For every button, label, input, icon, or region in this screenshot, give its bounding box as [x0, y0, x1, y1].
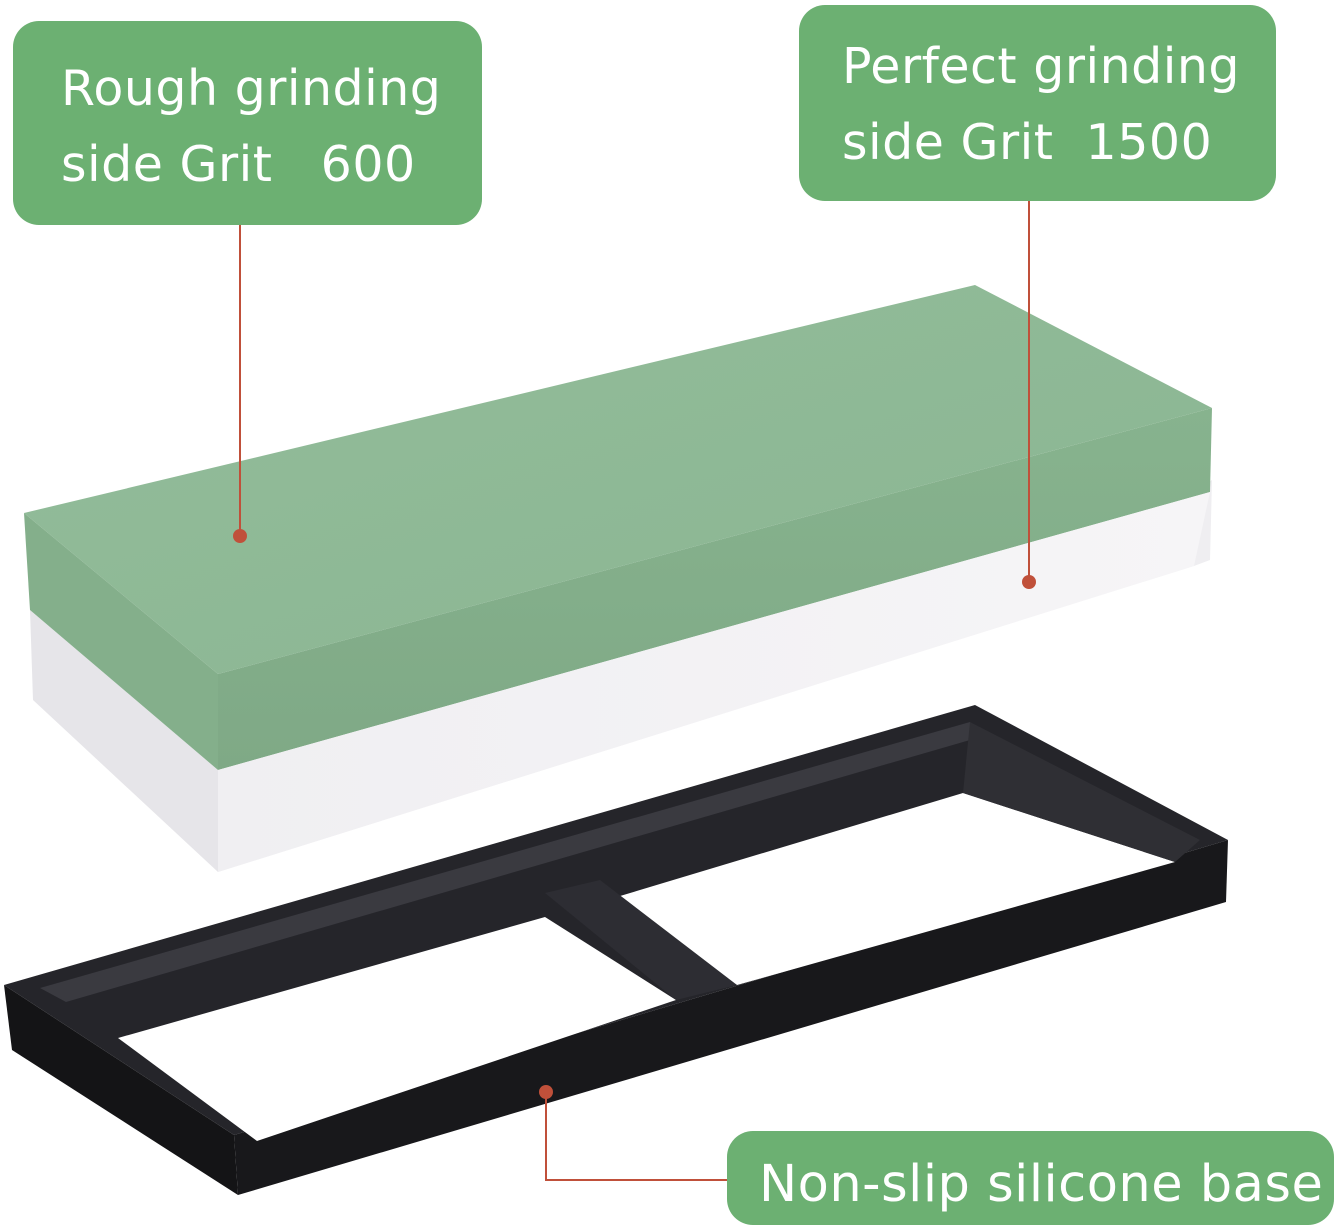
- base-inner-wall-left: [40, 722, 970, 1002]
- base-frame-left-face: [4, 985, 238, 1195]
- callout-fine-line2: side Grit 1500: [842, 113, 1213, 171]
- leader-base: [539, 1085, 727, 1181]
- callout-fine-grit: Perfect grinding side Grit 1500: [799, 5, 1276, 201]
- marker-dot-rough: [233, 529, 247, 543]
- base-frame-front: [234, 840, 1228, 1195]
- marker-dot-base: [539, 1085, 553, 1099]
- rough-grit-layer-front: [218, 408, 1212, 770]
- fine-grit-layer-left-face: [30, 610, 218, 872]
- rough-grit-layer-top: [24, 285, 1212, 674]
- whetstone: [24, 285, 1212, 872]
- leader-rough: [233, 225, 247, 543]
- callout-rough-grit: Rough grinding side Grit 600: [13, 21, 482, 225]
- callout-rough-line1: Rough grinding: [61, 60, 442, 117]
- leader-fine: [1022, 201, 1036, 589]
- fine-grit-layer-front-main: [218, 492, 1210, 872]
- base-inner-wall-far: [963, 722, 1200, 862]
- base-opening-left: [118, 917, 676, 1141]
- base-opening-right: [600, 793, 1175, 985]
- base-crossbar-side: [545, 880, 737, 1000]
- callout-rough-line2: side Grit 600: [61, 135, 416, 193]
- silicone-base: [4, 705, 1228, 1195]
- marker-dot-fine: [1022, 575, 1036, 589]
- callout-silicone-base: Non-slip silicone base: [727, 1131, 1334, 1225]
- rough-grit-layer-left-face: [24, 513, 218, 770]
- callout-fine-line1: Perfect grinding: [842, 38, 1241, 95]
- callout-base-text: Non-slip silicone base: [759, 1155, 1324, 1214]
